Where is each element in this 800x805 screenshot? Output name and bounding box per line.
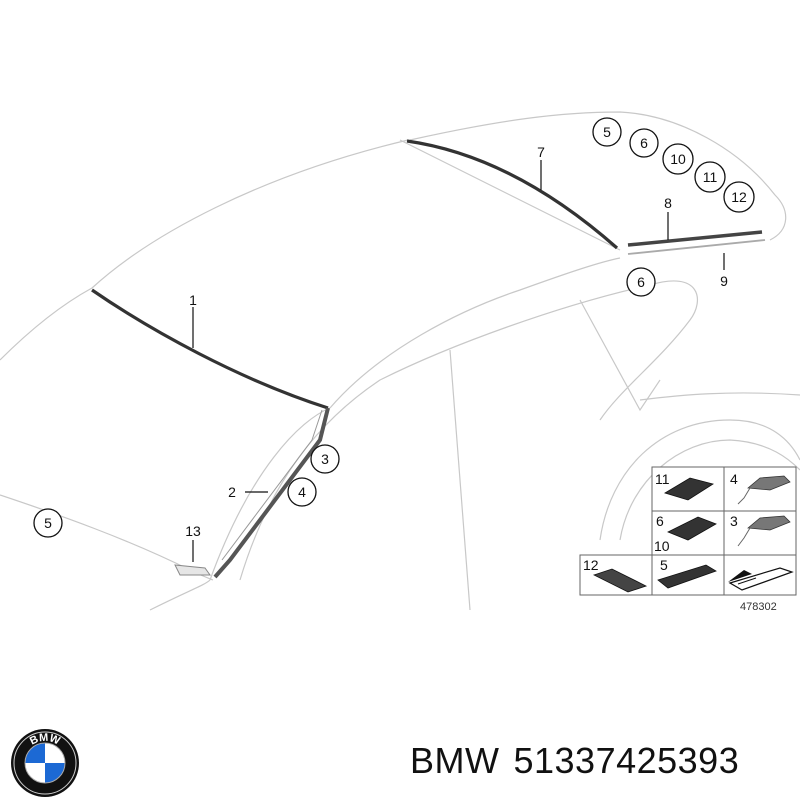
callout-5-top: 5 <box>592 117 622 147</box>
svg-text:6: 6 <box>637 274 645 290</box>
svg-text:6: 6 <box>640 135 648 151</box>
svg-text:12: 12 <box>731 189 747 205</box>
inset-label-10: 10 <box>654 538 670 554</box>
callout-12: 12 <box>723 181 755 213</box>
windshield-top-trim <box>91 288 329 410</box>
inset-label-5: 5 <box>660 557 668 573</box>
svg-text:5: 5 <box>44 515 52 531</box>
svg-text:3: 3 <box>321 451 329 467</box>
svg-text:5: 5 <box>603 124 611 140</box>
inset-label-4: 4 <box>730 471 738 487</box>
inset-label-11: 11 <box>655 471 670 487</box>
callout-4: 4 <box>287 477 317 507</box>
callout-5-left: 5 <box>33 508 63 538</box>
label-13: 13 <box>185 523 201 539</box>
callout-10: 10 <box>662 143 694 175</box>
trim-strips <box>91 139 766 579</box>
strip-12-illustration <box>592 568 648 593</box>
strip-5-illustration <box>657 564 717 589</box>
clip-4-illustration <box>737 475 791 505</box>
leader-lines <box>192 160 725 562</box>
label-7: 7 <box>537 144 545 160</box>
inset-label-3: 3 <box>730 513 738 529</box>
brand-name: BMW <box>410 740 500 781</box>
callout-6-mid: 6 <box>626 267 656 297</box>
inset-label-6: 6 <box>656 513 664 529</box>
roof-rear-trim-9 <box>627 239 766 255</box>
a-pillar-trim <box>213 407 330 579</box>
roof-front-trim <box>406 139 619 250</box>
diagram-reference-number: 478302 <box>740 601 777 613</box>
bmw-logo: BMW <box>11 729 79 797</box>
inset-label-12: 12 <box>583 557 599 573</box>
label-8: 8 <box>664 195 672 211</box>
cut-symbol-icon <box>728 567 794 591</box>
label-1: 1 <box>189 292 197 308</box>
label-2: 2 <box>228 484 236 500</box>
parts-inset: 11 4 6 10 3 12 5 478302 <box>579 466 797 613</box>
pad-6-illustration <box>667 516 717 541</box>
callout-11: 11 <box>694 161 726 193</box>
part-number: 51337425393 <box>513 740 740 781</box>
car-outline <box>0 111 800 611</box>
label-9: 9 <box>720 273 728 289</box>
callout-6-top: 6 <box>629 128 659 158</box>
svg-text:10: 10 <box>670 151 686 167</box>
callout-3: 3 <box>310 444 340 474</box>
roof-rear-trim-8 <box>627 230 763 247</box>
part-caption: BMW 51337425393 <box>410 740 753 782</box>
svg-text:11: 11 <box>703 169 718 185</box>
pad-11-illustration <box>664 477 714 501</box>
svg-text:4: 4 <box>298 484 306 500</box>
bracket-13 <box>174 564 211 576</box>
clip-3-illustration <box>737 515 791 547</box>
